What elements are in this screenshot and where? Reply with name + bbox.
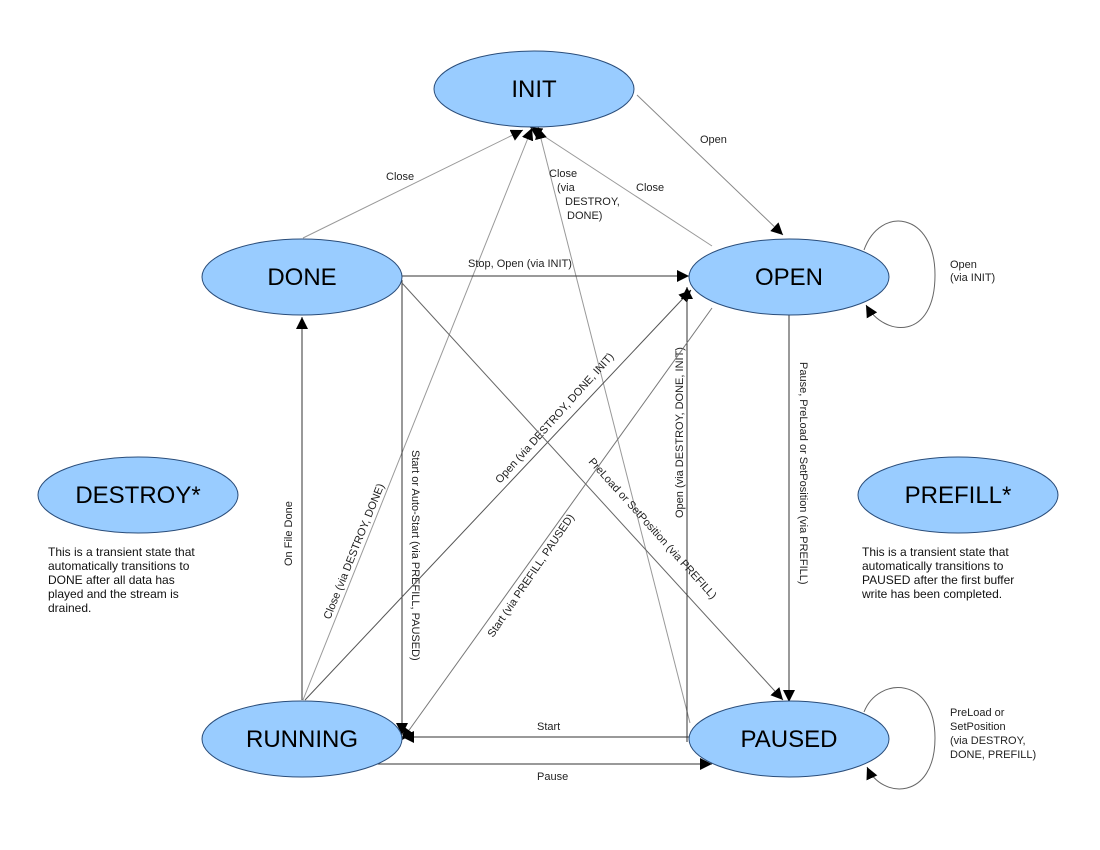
edge-running-paused: Pause — [352, 758, 712, 783]
edge-label-running-done: On File Done — [283, 501, 295, 566]
edge-label-open-paused: Pause, PreLoad or SetPosition (via PREFI… — [797, 362, 809, 585]
edge-paused-self: PreLoad or SetPosition (via DESTROY, DON… — [863, 687, 1036, 790]
edge-open-running: Start (via PREFILL, PAUSED) — [401, 307, 713, 741]
state-label-paused: PAUSED — [741, 726, 838, 753]
state-done: DONE — [201, 238, 403, 316]
state-destroy: DESTROY* — [37, 456, 239, 534]
state-paused: PAUSED — [688, 700, 890, 778]
edge-label-done-paused: PreLoad or SetPosition (via PREFILL) — [586, 456, 719, 602]
edge-label-init-open: Open — [700, 134, 727, 146]
edge-init-open: Open — [636, 94, 784, 236]
note-destroy: This is a transient state that automatic… — [48, 545, 195, 615]
state-running: RUNNING — [201, 700, 403, 778]
edge-label-paused-init: Close (via DESTROY, DONE) — [549, 168, 623, 222]
state-init: INIT — [433, 50, 635, 128]
edge-running-done: On File Done — [283, 317, 308, 700]
state-label-init: INIT — [511, 76, 557, 103]
edge-open-self: Open (via INIT) — [863, 220, 995, 328]
edge-paused-init: Close (via DESTROY, DONE) — [535, 126, 691, 724]
edge-done-paused: PreLoad or SetPosition (via PREFILL) — [401, 282, 784, 701]
state-prefill: PREFILL* — [857, 456, 1059, 534]
edge-label-done-open: Stop, Open (via INIT) — [468, 258, 572, 270]
note-prefill: This is a transient state that automatic… — [862, 545, 1015, 601]
state-label-running: RUNNING — [246, 726, 358, 753]
edge-running-open: Open (via DESTROY, DONE, INIT) — [304, 289, 692, 701]
edge-label-paused-open: Open (via DESTROY, DONE, INIT) — [674, 347, 686, 518]
state-label-destroy: DESTROY* — [75, 482, 200, 509]
edge-label-open-init: Close — [636, 182, 664, 194]
edge-label-open-running: Start (via PREFILL, PAUSED) — [486, 512, 578, 640]
edge-open-init: Close — [529, 126, 713, 247]
state-open: OPEN — [688, 238, 890, 316]
edge-done-open: Stop, Open (via INIT) — [402, 258, 689, 282]
edge-paused-open: Open (via DESTROY, DONE, INIT) — [674, 287, 693, 742]
state-label-prefill: PREFILL* — [905, 482, 1012, 509]
edge-label-paused-running: Start — [537, 721, 560, 733]
edge-label-done-running: Start or Auto-Start (via PREFILL, PAUSED… — [409, 450, 421, 661]
edge-open-paused: Pause, PreLoad or SetPosition (via PREFI… — [783, 315, 809, 702]
edge-done-running: Start or Auto-Start (via PREFILL, PAUSED… — [396, 280, 421, 735]
edge-label-open-self: Open (via INIT) — [950, 259, 995, 284]
edge-paused-running: Start — [402, 721, 690, 743]
edge-label-running-paused: Pause — [537, 771, 568, 783]
edge-label-done-init: Close — [386, 171, 414, 183]
edge-done-init: Close — [302, 129, 524, 239]
edge-label-paused-self: PreLoad or SetPosition (via DESTROY, DON… — [950, 707, 1036, 761]
edge-label-running-init: Close (via DESTROY, DONE) — [322, 482, 388, 621]
state-label-done: DONE — [267, 264, 336, 291]
state-label-open: OPEN — [755, 264, 823, 291]
